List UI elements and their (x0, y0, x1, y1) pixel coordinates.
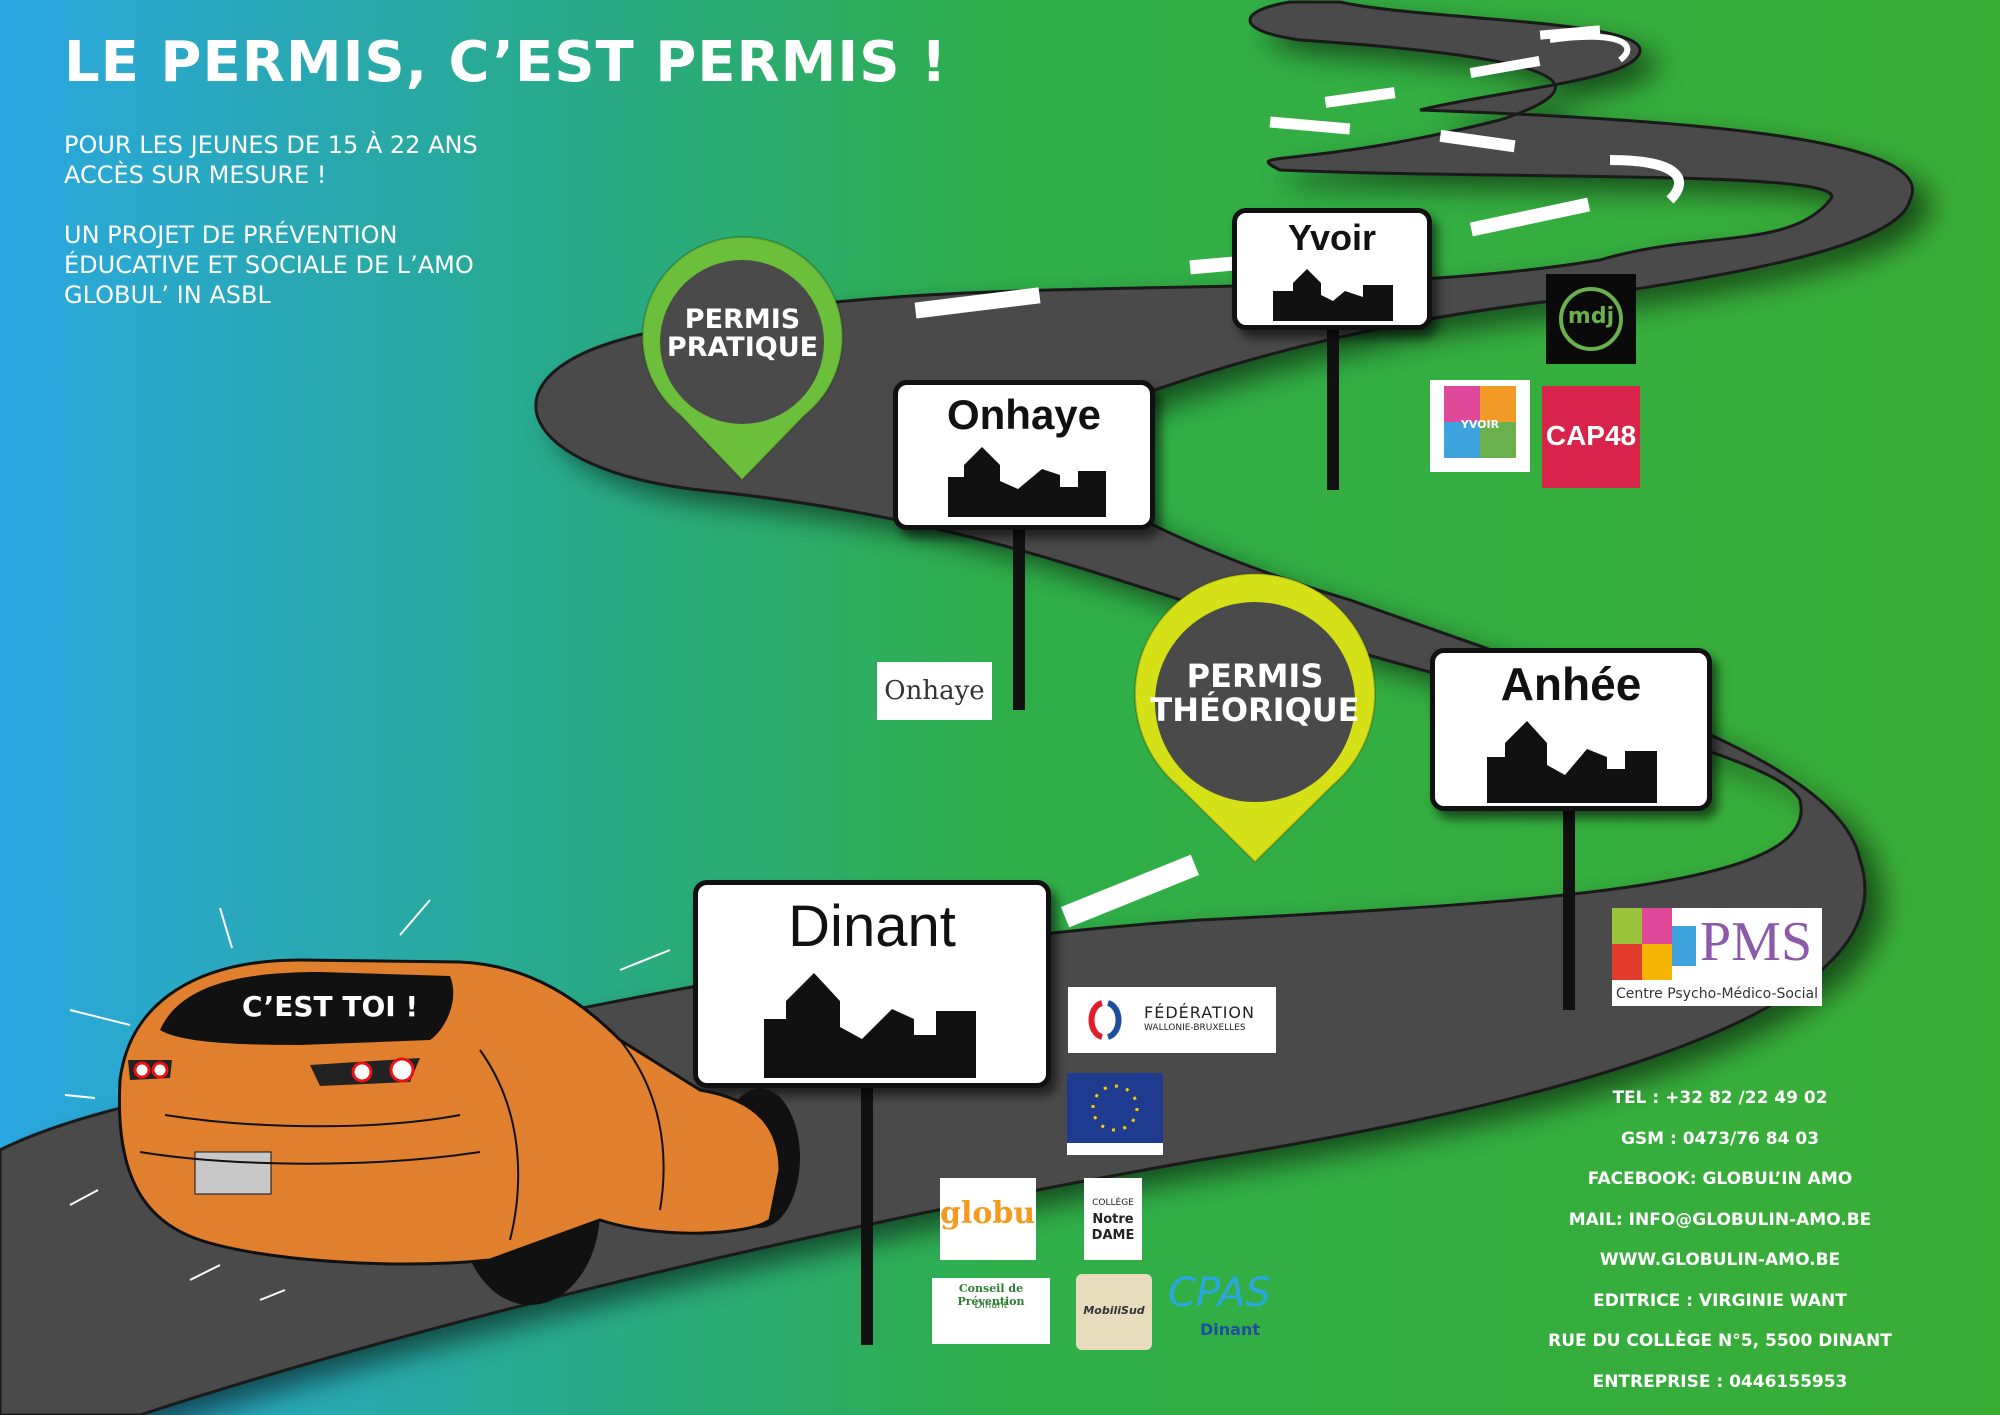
contact-tel: TEL : +32 82 /22 49 02 (1612, 1088, 1828, 1108)
town-sign-yvoir: Yvoir (1232, 208, 1432, 330)
contact-company: ENTREPRISE : 0446155953 (1592, 1371, 1848, 1392)
sign-name-anhee: Anhée (1500, 658, 1642, 710)
town-silhouette-icon (948, 447, 1106, 517)
town-silhouette-icon (1487, 721, 1657, 803)
car-label: C’EST TOI ! (242, 990, 419, 1023)
sign-post-yvoir (1327, 320, 1339, 490)
pin-pratique-line2: PRATIQUE (666, 332, 819, 364)
intro-line-5: GLOBUL’ IN ASBL (64, 281, 271, 309)
contact-editor: EDITRICE : VIRGINIE WANT (1593, 1290, 1847, 1311)
logo-globul-text: globul (940, 1196, 1036, 1231)
logo-cpas-sub: Dinant (1200, 1320, 1260, 1339)
contact-info: TEL : +32 82 /22 49 02 GSM : 0473/76 84 … (1500, 1078, 1940, 1402)
intro-line-1: POUR LES JEUNES DE 15 À 22 ANS (64, 131, 478, 159)
sign-name-dinant: Dinant (788, 894, 956, 959)
sign-post-anhee (1563, 800, 1575, 1010)
mdj-badge-icon (1559, 287, 1623, 351)
logo-college-line2: Notre (1092, 1212, 1134, 1227)
town-sign-onhaye: Onhaye (893, 380, 1155, 530)
sign-name-yvoir: Yvoir (1287, 217, 1377, 258)
logo-pms-title: PMS (1700, 911, 1813, 973)
logo-onhaye: Onhaye (877, 662, 992, 720)
pin-label-theorique: PERMIS THÉORIQUE (1130, 657, 1380, 729)
logo-college-notre-dame: COLLÈGE Notre DAME (1084, 1178, 1142, 1260)
map-pin-icon-pratique (641, 235, 844, 482)
pin-label-pratique: PERMIS PRATIQUE (650, 304, 835, 364)
logo-cap48-text: CAP48 (1545, 420, 1637, 451)
sign-name-onhaye: Onhaye (946, 391, 1102, 438)
logo-pms-caption: Centre Psycho-Médico-Social (1615, 986, 1819, 1002)
car-illustration (64, 899, 800, 1305)
contact-facebook: FACEBOOK: GLOBUL’IN AMO (1587, 1169, 1853, 1189)
logo-eu-flag (1067, 1073, 1163, 1155)
intro-line-3: UN PROJET DE PRÉVENTION (64, 221, 398, 249)
town-sign-anhee: Anhée (1430, 648, 1712, 811)
logo-mobilisud: MobiliSud (1076, 1274, 1152, 1350)
eu-caption-strip (1067, 1143, 1163, 1155)
logo-federation: FÉDÉRATION WALLONIE-BRUXELLES (1068, 987, 1276, 1053)
logo-college-line1: COLLÈGE (1092, 1198, 1134, 1208)
logo-college-line3: DAME (1091, 1228, 1135, 1243)
logo-cap48: CAP48 (1542, 386, 1640, 488)
logo-mdj-text: mdj (1567, 304, 1615, 329)
logo-conseil-line2: Dinant (974, 1300, 1008, 1311)
sign-post-onhaye (1013, 520, 1025, 710)
town-silhouette-icon (764, 973, 976, 1078)
pin-theorique-line2: THÉORIQUE (1150, 690, 1360, 729)
contact-mail: MAIL: INFO@GLOBULIN-AMO.BE (1568, 1209, 1872, 1230)
logo-federation-line1: FÉDÉRATION (1144, 1003, 1255, 1022)
town-silhouette-icon (1273, 269, 1393, 321)
logo-conseil-prevention: Conseil de Prévention Dinant (932, 1278, 1050, 1344)
logo-plan-cohesion: YVOIR (1430, 380, 1530, 472)
sign-post-dinant (861, 1075, 873, 1345)
logo-mobilisud-text: MobiliSud (1083, 1304, 1145, 1317)
contact-gsm: GSM : 0473/76 84 03 (1620, 1128, 1820, 1149)
page-title: LE PERMIS, C’EST PERMIS ! (64, 30, 948, 95)
pin-pratique-line1: PERMIS (684, 304, 801, 335)
contact-address: RUE DU COLLÈGE N°5, 5500 DINANT (1548, 1331, 1892, 1351)
puzzle-icon (1612, 908, 1696, 980)
logo-globul: globul (940, 1178, 1036, 1260)
town-sign-dinant: Dinant (693, 880, 1051, 1088)
pin-theorique-line1: PERMIS (1186, 657, 1324, 695)
logo-cpas-text: CPAS (1168, 1270, 1271, 1316)
logo-mdj: mdj (1546, 274, 1636, 364)
logo-pms: PMS Centre Psycho-Médico-Social (1612, 908, 1822, 1006)
map-pin-icon-theorique (1134, 572, 1376, 864)
fwb-emblem-icon (1088, 1000, 1122, 1040)
intro-line-2: ACCÈS SUR MESURE ! (64, 161, 327, 189)
logo-cpas: CPAS Dinant (1168, 1270, 1304, 1350)
puzzle-icon (1444, 386, 1516, 458)
logo-federation-line2: WALLONIE-BRUXELLES (1144, 1023, 1246, 1033)
intro-line-4: ÉDUCATIVE ET SOCIALE DE L’AMO (64, 251, 474, 279)
eu-stars-icon (1091, 1084, 1139, 1132)
logo-onhaye-text: Onhaye (884, 676, 985, 706)
logo-conseil-line1: Conseil de Prévention (957, 1282, 1025, 1308)
contact-website: WWW.GLOBULIN-AMO.BE (1599, 1250, 1841, 1270)
logo-plan-cohesion-text: YVOIR (1460, 418, 1500, 431)
